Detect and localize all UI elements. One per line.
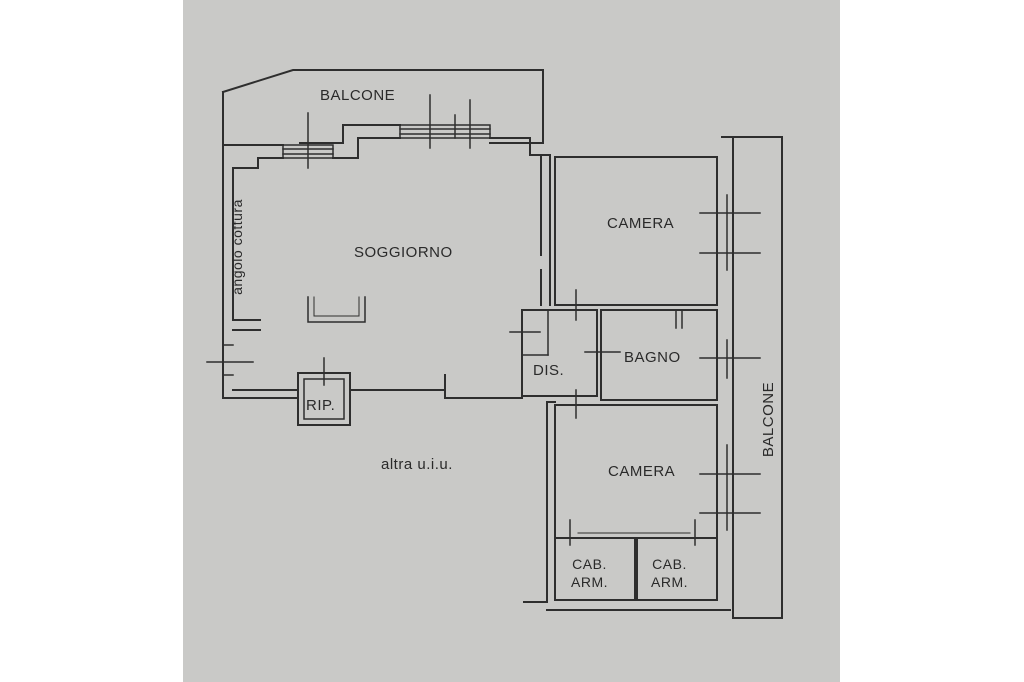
wardrobe-left-label: CAB. ARM. [571, 556, 608, 590]
kitchen-island-inner [313, 296, 360, 317]
bedroom-top-walls [554, 156, 761, 306]
wardrobe-right-label: CAB. ARM. [651, 556, 688, 590]
living-room-walls [222, 137, 551, 399]
balcony-right-outline [721, 136, 783, 619]
window-living-right [399, 94, 491, 149]
living-room-label: SOGGIORNO [354, 244, 453, 261]
bathroom-label: BAGNO [624, 349, 681, 366]
floor-plan-drawing [206, 69, 783, 619]
balcony-top-outline [221, 69, 544, 146]
bedroom-bottom-label: CAMERA [608, 463, 676, 480]
floor-plan-sheet: BALCONE SOGGIORNO angolo cottura CAMERA … [183, 0, 840, 682]
corridor-dis-walls [509, 289, 598, 419]
bedroom-top-label: CAMERA [607, 215, 675, 232]
balcony-right-label: BALCONE [760, 381, 778, 458]
entrance-door [206, 344, 254, 376]
wardrobe-cabinets [554, 537, 718, 601]
bathroom-walls [584, 309, 761, 401]
kitchen-corner-label: angolo cottura [228, 199, 245, 295]
window-living-left [282, 112, 334, 169]
corridor-label: DIS. [533, 362, 565, 379]
other-unit-label: altra u.i.u. [381, 456, 453, 473]
lower-wing-walls [523, 401, 731, 611]
kitchen-island [307, 296, 366, 323]
storage-label: RIP. [306, 397, 336, 414]
storage-rip-outline [297, 357, 351, 426]
balcony-top-label: BALCONE [320, 87, 396, 104]
